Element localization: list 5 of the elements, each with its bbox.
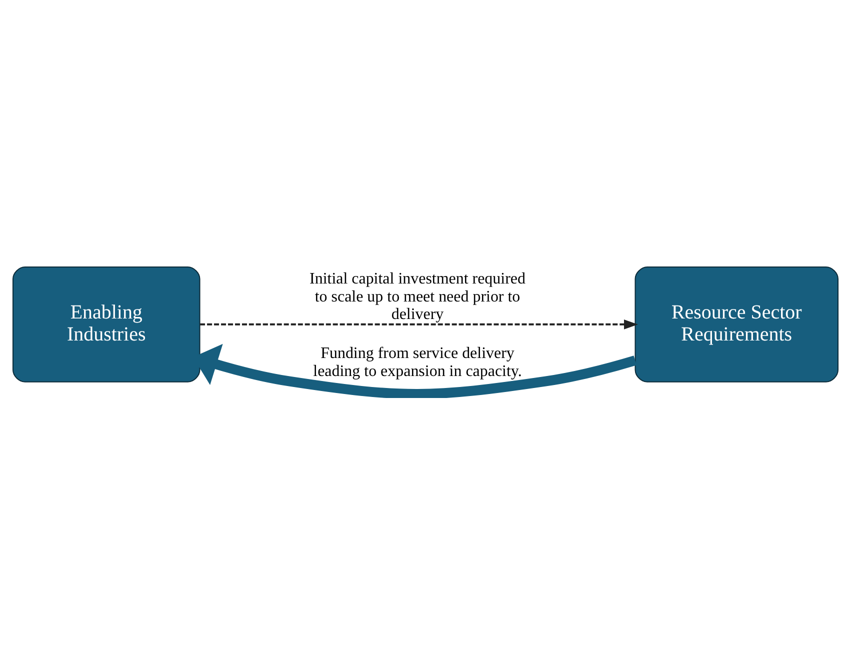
edge-label: Funding from service delivery leading to expansion in capacity.: [313, 345, 522, 380]
arrow: [200, 320, 638, 330]
node-box: Resource Sector Requirements: [634, 266, 838, 382]
node-box: Enabling Industries: [12, 266, 200, 382]
edge-label: Initial capital investment required to scale up to meet need prior to delivery: [310, 270, 526, 324]
